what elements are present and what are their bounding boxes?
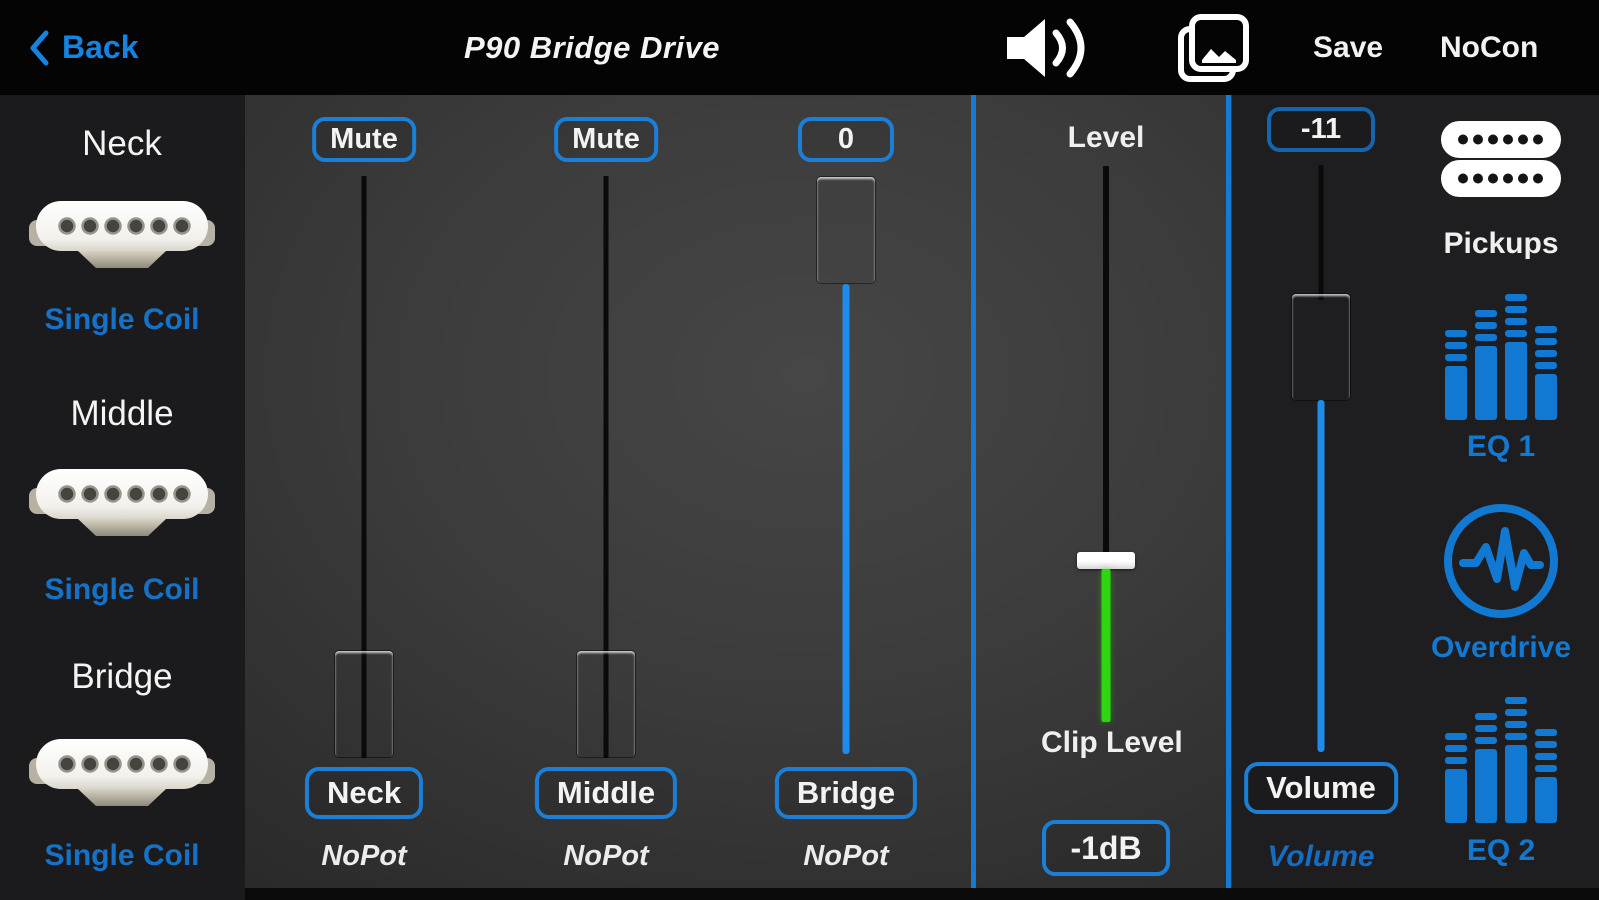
bridge-pot-label: NoPot — [803, 840, 889, 872]
single-coil-pickup-image[interactable] — [28, 466, 216, 545]
volume-value-button[interactable]: -11 — [1267, 107, 1375, 152]
back-button[interactable]: Back — [28, 0, 139, 95]
mixer-panel-bg — [245, 95, 1232, 888]
section-divider — [971, 95, 976, 888]
eq-icon — [1445, 697, 1557, 828]
level-label: Level — [1067, 121, 1145, 154]
middle-fader-track[interactable] — [603, 176, 609, 758]
page-title: P90 Bridge Drive — [463, 29, 721, 65]
single-coil-pickup-image[interactable] — [28, 198, 216, 277]
single-coil-pickup-image[interactable] — [28, 736, 216, 815]
clip-level-value-button[interactable]: -1dB — [1042, 820, 1170, 876]
pickup-type-label-neck[interactable]: Single Coil — [44, 303, 200, 336]
middle-pot-label: NoPot — [563, 840, 649, 872]
clip-level-green-track[interactable] — [1101, 569, 1111, 722]
neck-channel-button[interactable]: Neck — [304, 767, 424, 819]
connection-status[interactable]: NoCon — [1440, 30, 1539, 64]
middle-channel-button[interactable]: Middle — [534, 767, 678, 819]
middle-fader-value-button[interactable]: Mute — [554, 117, 658, 162]
bottom-strip — [245, 888, 1599, 900]
section-divider — [1226, 95, 1231, 888]
back-label: Back — [62, 29, 139, 65]
neck-fader-value-button[interactable]: Mute — [312, 117, 416, 162]
top-bar: Back P90 Bridge Drive Save NoCon — [0, 0, 1599, 95]
volume-fader-track-lower[interactable] — [1317, 400, 1325, 752]
volume-fader-track-upper[interactable] — [1318, 165, 1324, 300]
nav-label-pickups[interactable]: Pickups — [1443, 227, 1559, 260]
overdrive-icon — [1439, 499, 1563, 628]
nav-item-eq2[interactable] — [1445, 697, 1557, 828]
volume-button[interactable]: Volume — [1244, 762, 1398, 814]
bridge-channel-button[interactable]: Bridge — [774, 767, 918, 819]
save-button[interactable]: Save — [1313, 30, 1384, 64]
volume-fader-knob[interactable] — [1292, 294, 1350, 400]
nav-item-overdrive[interactable] — [1439, 499, 1563, 628]
nav-label-eq2[interactable]: EQ 2 — [1466, 834, 1536, 867]
clip-level-track[interactable] — [1103, 166, 1109, 556]
clip-level-label: Clip Level — [1041, 726, 1183, 759]
nav-label-overdrive[interactable]: Overdrive — [1430, 631, 1572, 664]
pickup-position-label-neck: Neck — [82, 124, 162, 163]
eq-icon — [1445, 294, 1557, 425]
pickup-type-label-middle[interactable]: Single Coil — [44, 573, 200, 606]
nav-item-pickups[interactable] — [1440, 120, 1562, 203]
nav-label-eq1[interactable]: EQ 1 — [1466, 430, 1536, 463]
pickup-position-label-middle: Middle — [70, 394, 174, 433]
neck-fader-track[interactable] — [361, 176, 367, 758]
photos-icon[interactable] — [1176, 0, 1250, 95]
humbucker-icon — [1440, 120, 1562, 203]
speaker-icon[interactable] — [1003, 0, 1093, 95]
bridge-fader-knob[interactable] — [817, 177, 875, 283]
middle-fader-knob[interactable] — [577, 651, 635, 757]
volume-pot-label: Volume — [1267, 840, 1375, 873]
pickup-type-label-bridge[interactable]: Single Coil — [44, 839, 200, 872]
neck-pot-label: NoPot — [321, 840, 407, 872]
pickup-position-label-bridge: Bridge — [71, 657, 173, 696]
back-chevron-icon — [28, 30, 50, 66]
bridge-fader-track[interactable] — [842, 284, 850, 754]
bridge-fader-value-button[interactable]: 0 — [798, 117, 894, 162]
nav-item-eq1[interactable] — [1445, 294, 1557, 425]
clip-level-handle[interactable] — [1077, 552, 1135, 569]
neck-fader-knob[interactable] — [335, 651, 393, 757]
